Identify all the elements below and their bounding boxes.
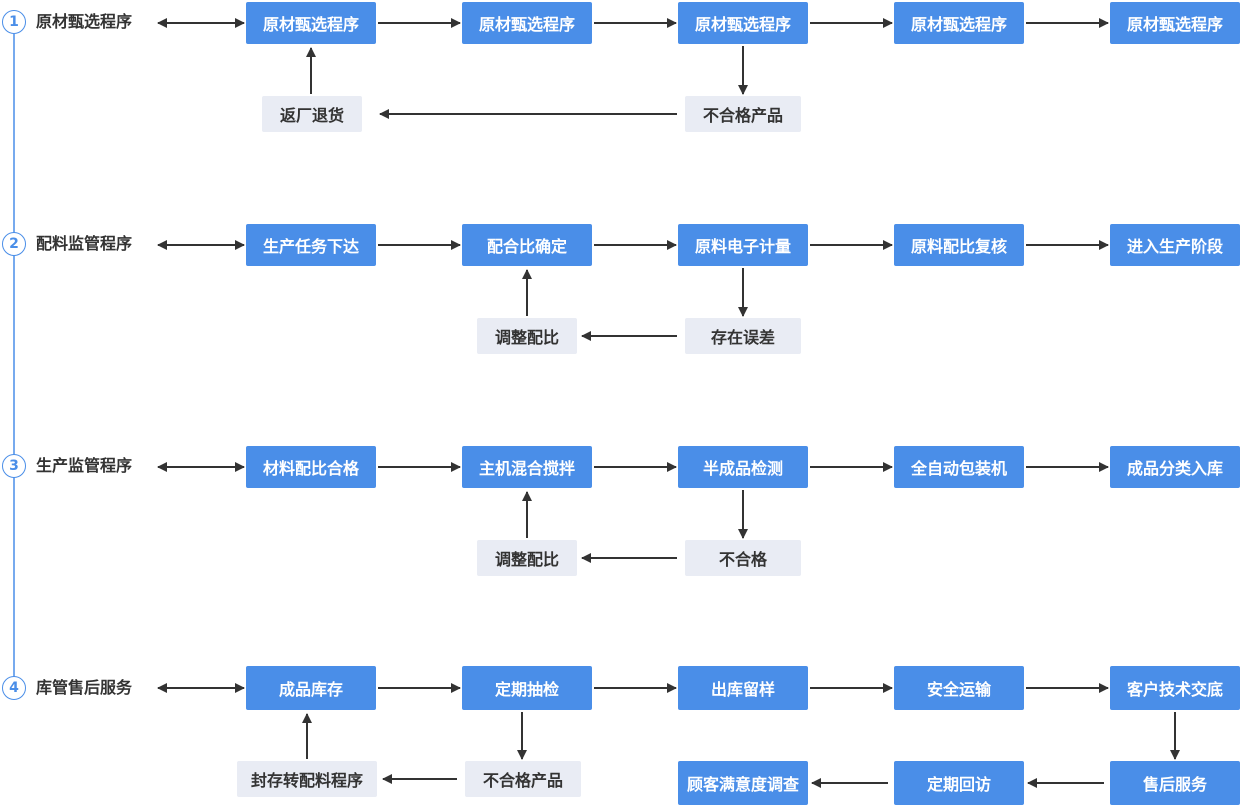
row3-step-3: 半成品检测 (678, 446, 808, 488)
row4-feedback-to: 封存转配料程序 (237, 761, 377, 797)
row4-step-2: 定期抽检 (462, 666, 592, 710)
row3-feedback-from: 不合格 (685, 540, 801, 576)
row4-step-4: 安全运输 (894, 666, 1024, 710)
step-title-1: 原材甄选程序 (36, 12, 133, 31)
step-title-4: 库管售后服务 (36, 678, 133, 697)
row4-after-sales-1: 售后服务 (1110, 761, 1240, 805)
row4-after-sales-3: 顾客满意度调查 (678, 761, 808, 805)
step-title-3: 生产监管程序 (36, 456, 133, 475)
step-number-2: 2 (2, 232, 26, 256)
row4-after-sales-2: 定期回访 (894, 761, 1024, 805)
row2-feedback-from: 存在误差 (685, 318, 801, 354)
row3-feedback-to: 调整配比 (477, 540, 577, 576)
row2-feedback-to: 调整配比 (477, 318, 577, 354)
row4-step-1: 成品库存 (246, 666, 376, 710)
row1-step-3: 原材甄选程序 (678, 2, 808, 44)
row1-step-1: 原材甄选程序 (246, 2, 376, 44)
row3-step-5: 成品分类入库 (1110, 446, 1240, 488)
row2-step-3: 原料电子计量 (678, 224, 808, 266)
step-title-2: 配料监管程序 (36, 234, 133, 253)
row4-step-5: 客户技术交底 (1110, 666, 1240, 710)
row1-feedback-from: 不合格产品 (685, 96, 801, 132)
row1-feedback-to: 返厂退货 (262, 96, 362, 132)
row4-step-3: 出库留样 (678, 666, 808, 710)
row3-step-1: 材料配比合格 (246, 446, 376, 488)
row1-step-5: 原材甄选程序 (1110, 2, 1240, 44)
row1-step-2: 原材甄选程序 (462, 2, 592, 44)
row3-step-2: 主机混合搅拌 (462, 446, 592, 488)
step-number-1: 1 (2, 10, 26, 34)
row3-step-4: 全自动包装机 (894, 446, 1024, 488)
row2-step-5: 进入生产阶段 (1110, 224, 1240, 266)
row2-step-2: 配合比确定 (462, 224, 592, 266)
row1-step-4: 原材甄选程序 (894, 2, 1024, 44)
row4-feedback-from: 不合格产品 (465, 761, 581, 797)
row2-step-1: 生产任务下达 (246, 224, 376, 266)
row2-step-4: 原料配比复核 (894, 224, 1024, 266)
step-number-4: 4 (2, 676, 26, 700)
step-number-3: 3 (2, 454, 26, 478)
